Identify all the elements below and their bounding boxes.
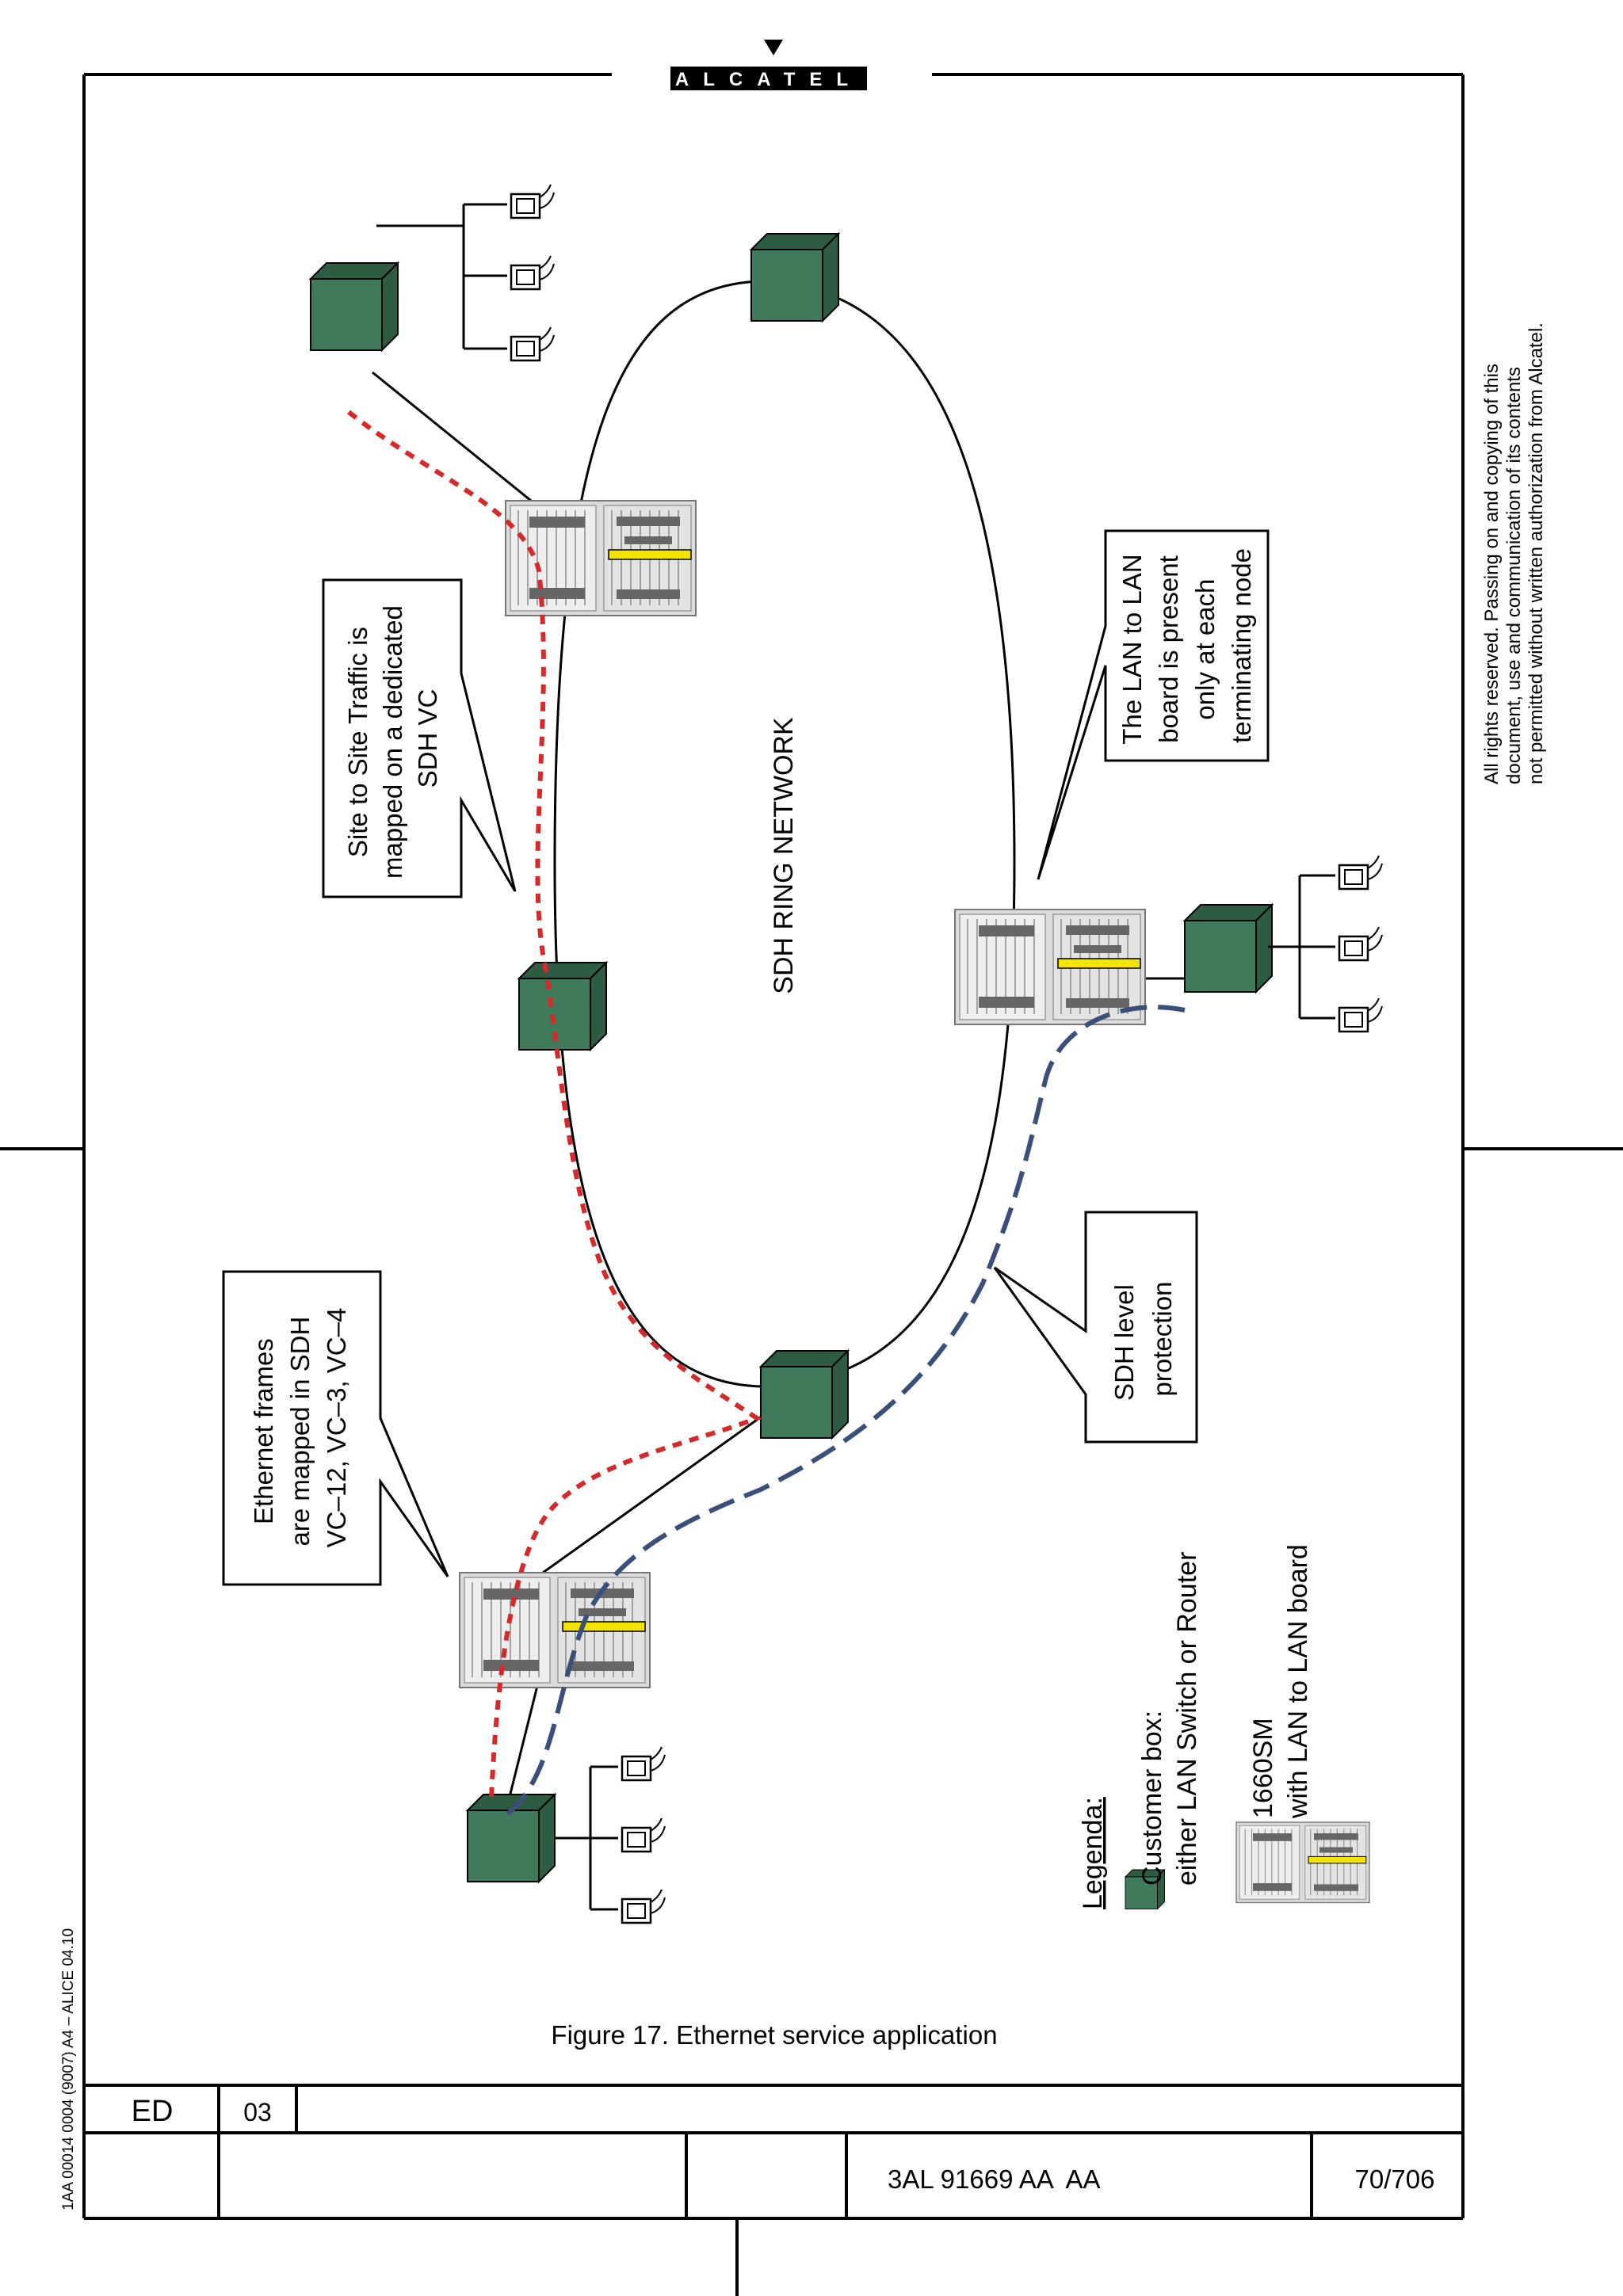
- site-traffic-path: [347, 410, 762, 1799]
- alcatel-logo: ALCATEL: [670, 40, 867, 90]
- pc-icon: [621, 1888, 666, 1924]
- legend-title: Legenda:: [1078, 1797, 1108, 1909]
- footer-document-number: 3AL 91669 AA AA: [888, 2164, 1101, 2194]
- pc-group-top: [462, 183, 556, 362]
- callout-sdh-protection: SDH level protection: [993, 1211, 1198, 1444]
- pc-group-bottom: [555, 1745, 666, 1924]
- document-code: 1AA 00014 0004 (9007) A4 – ALICE 04.10: [60, 1928, 77, 2210]
- svg-text:Customer box: either L: Customer box: either LAN Switch or Route…: [1137, 1552, 1202, 1886]
- legend-customer-line-1: Customer box:: [1137, 1711, 1167, 1886]
- svg-text:Ethernet frames are ma: Ethernet frames are mapped in SDH VC–12,…: [249, 1308, 351, 1548]
- callout-eth-line-3: VC–12, VC–3, VC–4: [322, 1308, 351, 1548]
- callout-lan-line-3: only at each: [1190, 579, 1220, 720]
- legend-customer-line-2: either LAN Switch or Router: [1172, 1552, 1202, 1886]
- customer-box-bottom: [760, 1350, 849, 1439]
- copyright-line-2: document, use and communication of its c…: [1503, 367, 1525, 784]
- legend-node-swatch: [1235, 1821, 1370, 1904]
- callout-site-line-1: Site to Site Traffic is: [343, 627, 372, 857]
- callout-prot-line-1: SDH level: [1109, 1284, 1139, 1401]
- pc-icon: [510, 254, 556, 291]
- svg-text:The LAN to LAN board i: The LAN to LAN board is present only at …: [1117, 547, 1256, 744]
- footer-page-number: 70/706: [1355, 2164, 1435, 2194]
- network-diagram: SDH RING NETWORK Site to Site Traffic is…: [222, 183, 1384, 1924]
- copyright-line-1: All rights reserved. Passing on and copy…: [1481, 364, 1503, 784]
- pc-icon: [621, 1745, 666, 1782]
- pc-icon: [1338, 997, 1384, 1033]
- callout-ethernet-frames: Ethernet frames are mapped in SDH VC–12,…: [222, 1270, 449, 1586]
- svg-text:SDH level protection: SDH level protection: [1109, 1277, 1177, 1401]
- legend-node-line-2: with LAN to LAN board: [1283, 1544, 1313, 1819]
- svg-text:Site to Site Traffic is: Site to Site Traffic is mapped on a dedi…: [343, 598, 442, 879]
- footer-ed-value: 03: [243, 2098, 272, 2126]
- callout-lan-line-1: The LAN to LAN: [1117, 554, 1147, 744]
- copyright-line-3: not permitted without written authorizat…: [1526, 322, 1547, 784]
- footer-ed-label: ED: [132, 2095, 174, 2128]
- pc-group-right: [1268, 854, 1384, 1033]
- callout-site-to-site: Site to Site Traffic is mapped on a dedi…: [322, 578, 517, 898]
- protection-path: [506, 1005, 1186, 1817]
- svg-text:All rights reserved. Passing o: All rights reserved. Passing on and copy…: [1481, 322, 1547, 784]
- node-1660sm-right: [954, 909, 1146, 1025]
- copyright-notice: All rights reserved. Passing on and copy…: [1481, 322, 1547, 784]
- callout-eth-line-2: are mapped in SDH: [285, 1317, 315, 1547]
- pc-icon: [1338, 925, 1384, 962]
- svg-text:1660SM with LAN to LAN: 1660SM with LAN to LAN board: [1248, 1544, 1313, 1819]
- ring-label: SDH RING NETWORK: [769, 717, 799, 994]
- page-frame: [0, 73, 1623, 2296]
- legend: Legenda: Customer box: either LAN Switch…: [1078, 1544, 1370, 1909]
- pc-icon: [621, 1817, 666, 1853]
- customer-box-top: [750, 233, 839, 322]
- node-1660sm-bottom: [459, 1572, 651, 1688]
- pc-icon: [1338, 854, 1384, 891]
- callout-site-line-3: SDH VC: [413, 689, 442, 788]
- logo-text: ALCATEL: [675, 69, 862, 90]
- customer-box-mid-left: [518, 962, 607, 1051]
- footer-block: [84, 2084, 1463, 2220]
- pc-icon: [510, 183, 556, 219]
- customer-box-top-left: [310, 262, 399, 351]
- node-1660sm-top: [505, 500, 697, 616]
- callout-lan-line-2: board is present: [1154, 555, 1183, 743]
- pc-icon: [510, 326, 556, 362]
- callout-site-line-2: mapped on a dedicated: [378, 605, 407, 879]
- callout-lan-line-4: terminating node: [1227, 548, 1256, 743]
- figure-caption: Figure 17. Ethernet service application: [551, 2020, 997, 2050]
- legend-node-line-1: 1660SM: [1248, 1718, 1278, 1818]
- customer-box-right: [1184, 904, 1273, 993]
- callout-eth-line-1: Ethernet frames: [249, 1338, 278, 1524]
- callout-prot-line-2: protection: [1148, 1282, 1177, 1397]
- callout-lan-board: The LAN to LAN board is present only at …: [1037, 529, 1270, 880]
